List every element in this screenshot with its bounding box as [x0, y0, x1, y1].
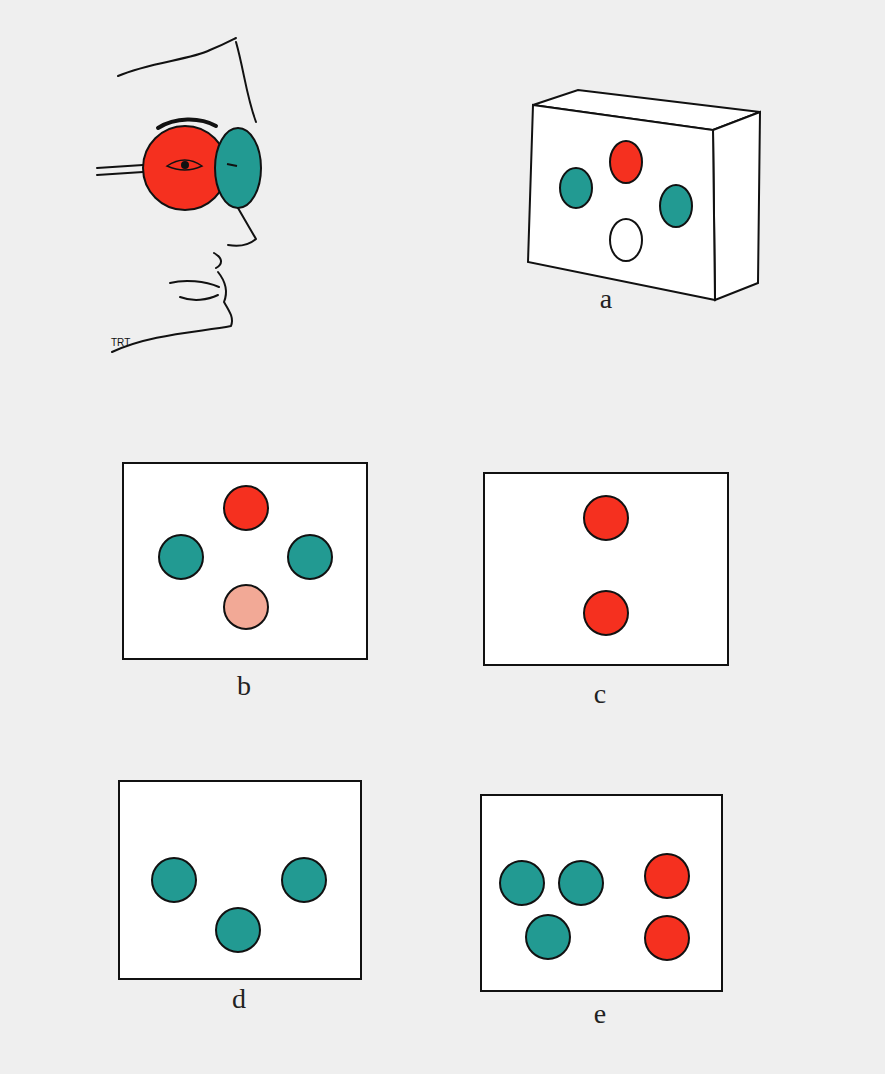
- seen-dot: [282, 858, 326, 902]
- test-panel: e: [480, 794, 721, 1039]
- temple-arm: [97, 165, 143, 168]
- seen-dot: [288, 535, 332, 579]
- panel-outline: [515, 80, 775, 320]
- seen-dot: [152, 858, 196, 902]
- chin-line: [112, 272, 232, 352]
- forehead-line: [236, 42, 256, 122]
- temple-arm: [97, 172, 143, 175]
- seen-dot: [159, 535, 203, 579]
- mouth-line: [170, 281, 219, 287]
- seen-dot: [645, 916, 689, 960]
- panel-frame: [123, 463, 367, 659]
- panel-frame: [481, 795, 722, 991]
- nose-line: [228, 208, 256, 246]
- seen-dot: [645, 854, 689, 898]
- seen-dot: [216, 908, 260, 952]
- seen-dot: [584, 496, 628, 540]
- seen-dot: [526, 915, 570, 959]
- panel-letter: e: [594, 1000, 606, 1028]
- box-face: [713, 112, 760, 300]
- light-dot: [610, 141, 642, 183]
- test-panel: c: [483, 472, 727, 712]
- artist-signature: TRT: [111, 338, 130, 348]
- light-dot: [610, 219, 642, 261]
- light-dot: [660, 185, 692, 227]
- test-panel: b: [122, 462, 366, 707]
- box-face: [528, 105, 715, 300]
- test-panel: d: [118, 780, 360, 1025]
- test-panel: a: [515, 80, 775, 320]
- panel-letter: a: [600, 285, 612, 313]
- seen-dot: [224, 486, 268, 530]
- panel-frame: [484, 473, 728, 665]
- light-dot: [560, 168, 592, 208]
- hair-line: [118, 38, 236, 76]
- panel-letter: b: [237, 672, 251, 700]
- green-lens: [215, 128, 261, 208]
- seen-dot: [500, 861, 544, 905]
- pupil: [181, 161, 189, 169]
- lip-line: [214, 253, 221, 268]
- panel-letter: c: [594, 680, 606, 708]
- eye: [167, 160, 202, 170]
- panel-outline: [483, 472, 727, 712]
- lens-bridge: [227, 164, 237, 166]
- panel-frame: [119, 781, 361, 979]
- panel-outline: [122, 462, 366, 707]
- seen-dot: [224, 585, 268, 629]
- panel-letter: d: [232, 985, 246, 1013]
- seen-dot: [584, 591, 628, 635]
- mouth-line: [180, 295, 218, 300]
- seen-dot: [559, 861, 603, 905]
